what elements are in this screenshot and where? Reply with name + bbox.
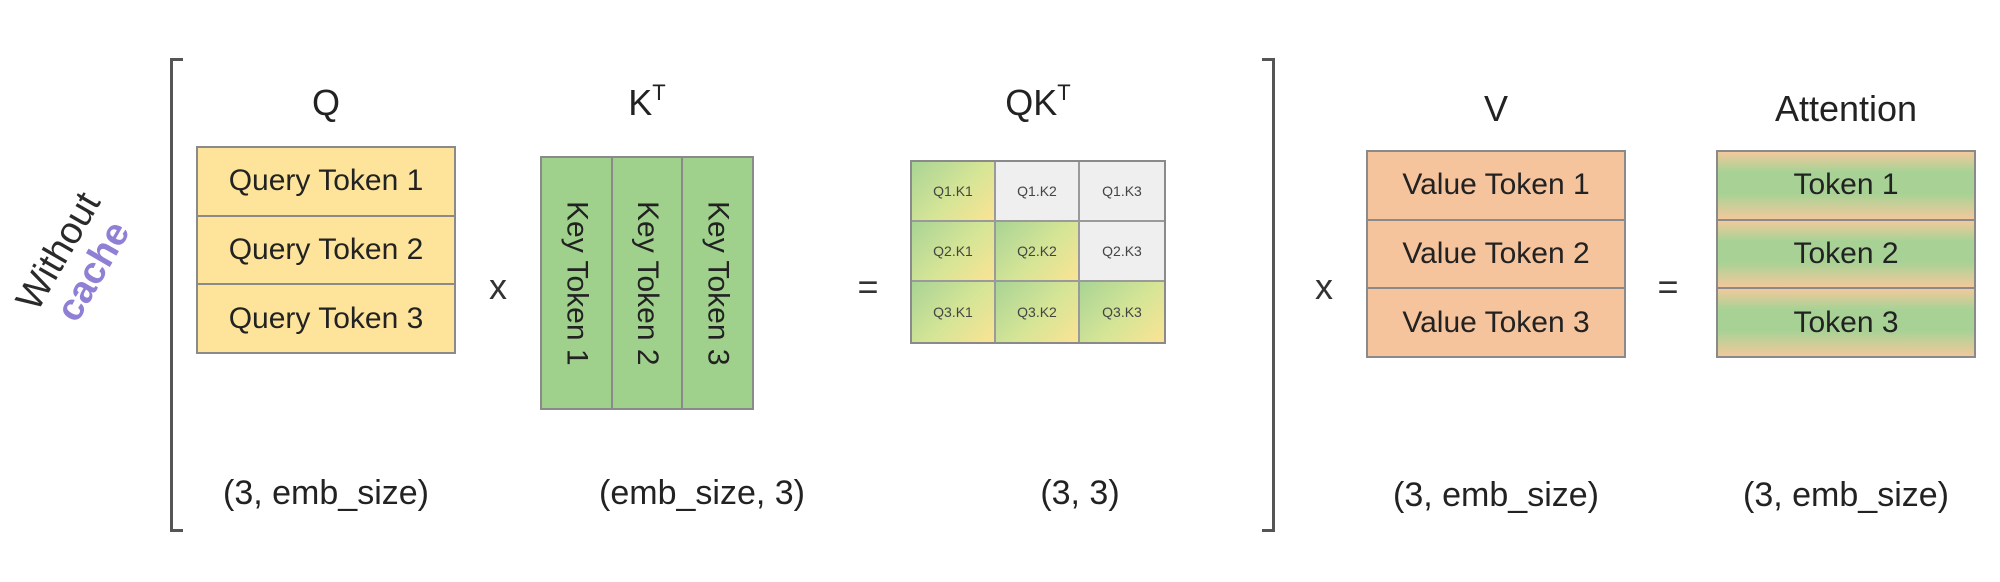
side-label: Without cache <box>4 177 174 362</box>
attention-title: Attention <box>1774 88 1918 129</box>
qkt-cell-1-2: Q1.K2 <box>996 162 1080 222</box>
qkt-cell-3-1: Q3.K1 <box>912 282 996 342</box>
qkt-cell-3-2: Q3.K2 <box>996 282 1080 342</box>
kt-dims: (emb_size, 3) <box>599 474 805 512</box>
attention-row-1: Token 1 <box>1718 152 1974 219</box>
equals-operator-2: = <box>1657 266 1679 307</box>
qkt-dims: (3, 3) <box>1040 474 1120 512</box>
kt-col-3: Key Token 3 <box>681 158 753 408</box>
qkt-cell-3-3: Q3.K3 <box>1080 282 1164 342</box>
q-row-2: Query Token 2 <box>198 214 454 284</box>
equals-operator: = <box>857 266 879 307</box>
q-matrix: Query Token 1 Query Token 2 Query Token … <box>196 146 456 354</box>
v-title: V <box>1483 88 1508 129</box>
qkt-title: QKT <box>1005 80 1071 123</box>
kt-matrix: Key Token 1 Key Token 2 Key Token 3 <box>540 156 754 410</box>
v-row-1: Value Token 1 <box>1368 152 1624 219</box>
v-matrix: Value Token 1 Value Token 2 Value Token … <box>1366 150 1626 358</box>
kt-col-1: Key Token 1 <box>542 158 611 408</box>
q-row-3: Query Token 3 <box>198 283 454 353</box>
qkt-cell-1-3: Q1.K3 <box>1080 162 1164 222</box>
right-bracket <box>1262 58 1275 532</box>
q-row-1: Query Token 1 <box>198 148 454 215</box>
q-title: Q <box>311 82 340 123</box>
left-bracket <box>170 58 183 532</box>
kt-col-2: Key Token 2 <box>610 158 682 408</box>
attention-dims: (3, emb_size) <box>1743 476 1949 514</box>
multiply-operator-2: x <box>1315 266 1333 307</box>
qkt-matrix: Q1.K1 Q1.K2 Q1.K3 Q2.K1 Q2.K2 Q2.K3 Q3.K… <box>910 160 1166 344</box>
attention-row-3: Token 3 <box>1718 287 1974 357</box>
attention-matrix: Token 1 Token 2 Token 3 <box>1716 150 1976 358</box>
v-row-2: Value Token 2 <box>1368 218 1624 288</box>
kt-title: KT <box>628 80 666 123</box>
qkt-cell-2-3: Q2.K3 <box>1080 222 1164 282</box>
attention-row-2: Token 2 <box>1718 218 1974 288</box>
qkt-cell-1-1: Q1.K1 <box>912 162 996 222</box>
q-dims: (3, emb_size) <box>223 474 429 512</box>
qkt-cell-2-2: Q2.K2 <box>996 222 1080 282</box>
v-dims: (3, emb_size) <box>1393 476 1599 514</box>
multiply-operator: x <box>489 266 507 307</box>
qkt-cell-2-1: Q2.K1 <box>912 222 996 282</box>
v-row-3: Value Token 3 <box>1368 287 1624 357</box>
